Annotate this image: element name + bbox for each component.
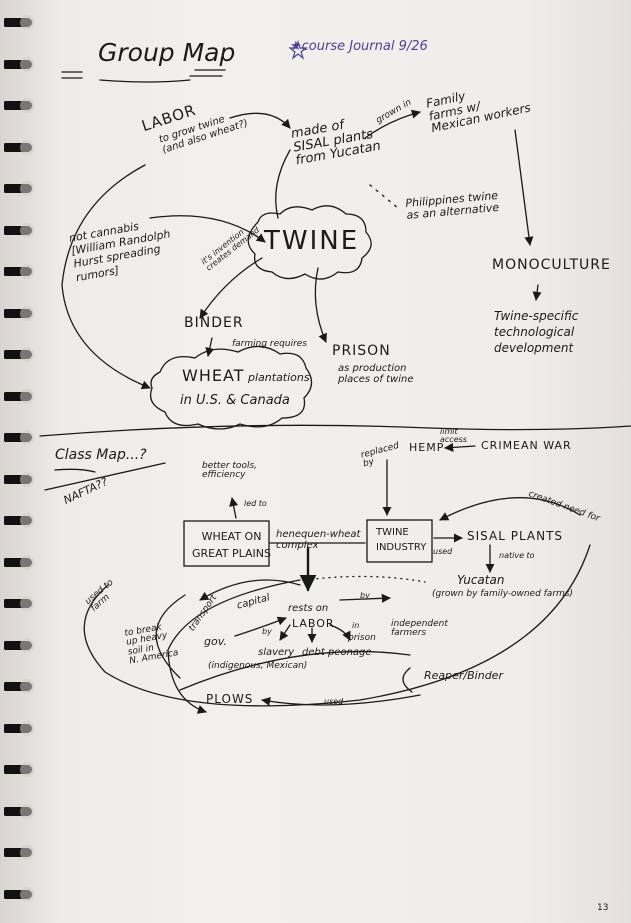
yucatan-note: (grown by family-owned farms) — [432, 589, 573, 599]
divider-line — [39, 424, 631, 437]
independent-farmers-text: independent farmers — [391, 619, 448, 639]
wheat-cloud — [149, 345, 313, 430]
group-map-title: Group Map — [98, 38, 236, 67]
binding-ring — [4, 886, 34, 902]
binding-ring — [4, 845, 34, 860]
rests-on-label: rests on — [288, 603, 329, 614]
binding-ring — [4, 471, 34, 487]
slavery-label: slavery — [258, 647, 295, 658]
arrow-transport-to-plows — [167, 579, 301, 714]
binding-ring — [4, 430, 34, 445]
wheat-plantations: plantations — [248, 371, 310, 384]
used-label: used — [433, 547, 453, 556]
binding-ring — [4, 679, 34, 694]
class-title-underline — [54, 468, 96, 473]
binding-ring — [4, 637, 34, 653]
reaper-binder-label: Reaper/Binder — [424, 669, 503, 682]
binding-ring — [4, 181, 34, 196]
title-dash-right — [189, 69, 226, 77]
arrow-monoculture-to-twine-specific — [532, 284, 542, 301]
arrow-led-to — [229, 497, 239, 519]
binding-ring — [4, 98, 34, 113]
spiral-binding — [0, 0, 40, 923]
arrow-to-monoculture — [514, 129, 534, 246]
arrow-created-need — [439, 497, 581, 521]
binding-ring — [4, 803, 34, 819]
binding-ring — [4, 305, 34, 321]
twine-industry-box: TWINE INDUSTRY — [376, 527, 427, 553]
binding-ring — [4, 222, 34, 238]
binding-ring — [4, 139, 34, 155]
binding-ring — [4, 388, 34, 404]
binding-ring — [4, 15, 34, 30]
limit-access-label: limit access — [440, 427, 467, 445]
arrow-limit-access — [444, 442, 476, 452]
dotted-philippines — [369, 184, 399, 209]
prison-note: as production places of twine — [338, 363, 414, 385]
arrow-in-prison — [329, 624, 351, 641]
labor-class-label: LABOR — [292, 617, 335, 630]
slavery-note: (indigenous, Mexican) — [208, 661, 308, 671]
plows-label: PLOWS — [206, 692, 254, 706]
arrow-labor-to-made-of — [229, 112, 291, 129]
wheat-label: WHEAT — [182, 366, 245, 385]
gov-label: gov. — [204, 635, 227, 648]
arrow-used — [261, 694, 421, 706]
journal-note: ★course Journal 9/26 — [290, 39, 428, 54]
binding-ring — [4, 596, 34, 611]
yucatan-label: Yucatan — [457, 573, 505, 587]
wheat-on-great-plains-box: WHEAT ON GREAT PLAINS — [192, 530, 271, 561]
loop-inner — [179, 650, 411, 691]
dotted-yucatan — [304, 575, 426, 583]
debt-peonage-label: debt peonage — [302, 647, 372, 658]
used-plows-label: used — [324, 697, 344, 706]
arrow-by-slavery — [279, 624, 291, 641]
arrow-by — [339, 593, 391, 603]
binding-ring — [4, 56, 34, 72]
binder-label: BINDER — [184, 315, 244, 331]
henequen-text: henequen-wheat complex — [276, 529, 361, 551]
arrow-twine-to-prison — [314, 267, 327, 343]
monoculture-label: MONOCULTURE — [492, 257, 611, 273]
prison-label: PRISON — [332, 343, 391, 359]
farming-requires-label: farming requires — [232, 339, 308, 349]
arrow-grown-in — [364, 109, 421, 139]
sisal-plants-label: SISAL PLANTS — [467, 529, 564, 543]
star-icon — [288, 40, 308, 60]
hemp-label: HEMP — [409, 441, 445, 454]
arrow-binder-to-wheat — [205, 337, 215, 357]
binding-ring — [4, 720, 34, 736]
binding-ring — [4, 264, 34, 279]
class-map-title: Class Map...? — [55, 447, 147, 463]
prison-class-label: prison — [348, 633, 376, 643]
wheat-location: in U.S. & Canada — [180, 393, 290, 408]
arrow-gov — [234, 616, 287, 637]
arrow-labor-to-wheat — [61, 164, 151, 390]
twine-box-outline — [366, 519, 433, 563]
twine-cloud — [247, 205, 372, 280]
title-dash-left — [61, 71, 83, 79]
by-label: by — [360, 591, 370, 600]
led-to-label: led to — [244, 499, 267, 508]
binding-ring — [4, 554, 34, 570]
binding-ring — [4, 513, 34, 528]
page-number: 13 — [597, 903, 609, 913]
binding-ring — [4, 347, 34, 362]
line-made-of-to-twine — [275, 149, 291, 219]
crimean-war-label: CRIMEAN WAR — [481, 439, 572, 452]
twine-label: TWINE — [264, 226, 360, 256]
by-slavery-label: by — [262, 627, 272, 636]
arrow-hemp-to-twine — [149, 215, 266, 243]
wheat-box-outline — [183, 520, 270, 567]
in-label: in — [352, 621, 360, 630]
reaper-bracket — [402, 667, 413, 693]
title-underline — [99, 79, 191, 83]
better-tools-text: better tools, efficiency — [202, 461, 257, 481]
class-title-slash — [44, 462, 166, 491]
binding-ring — [4, 762, 34, 777]
native-to-label: native to — [499, 551, 535, 560]
twine-specific-text: Twine-specific technological development — [494, 309, 579, 356]
